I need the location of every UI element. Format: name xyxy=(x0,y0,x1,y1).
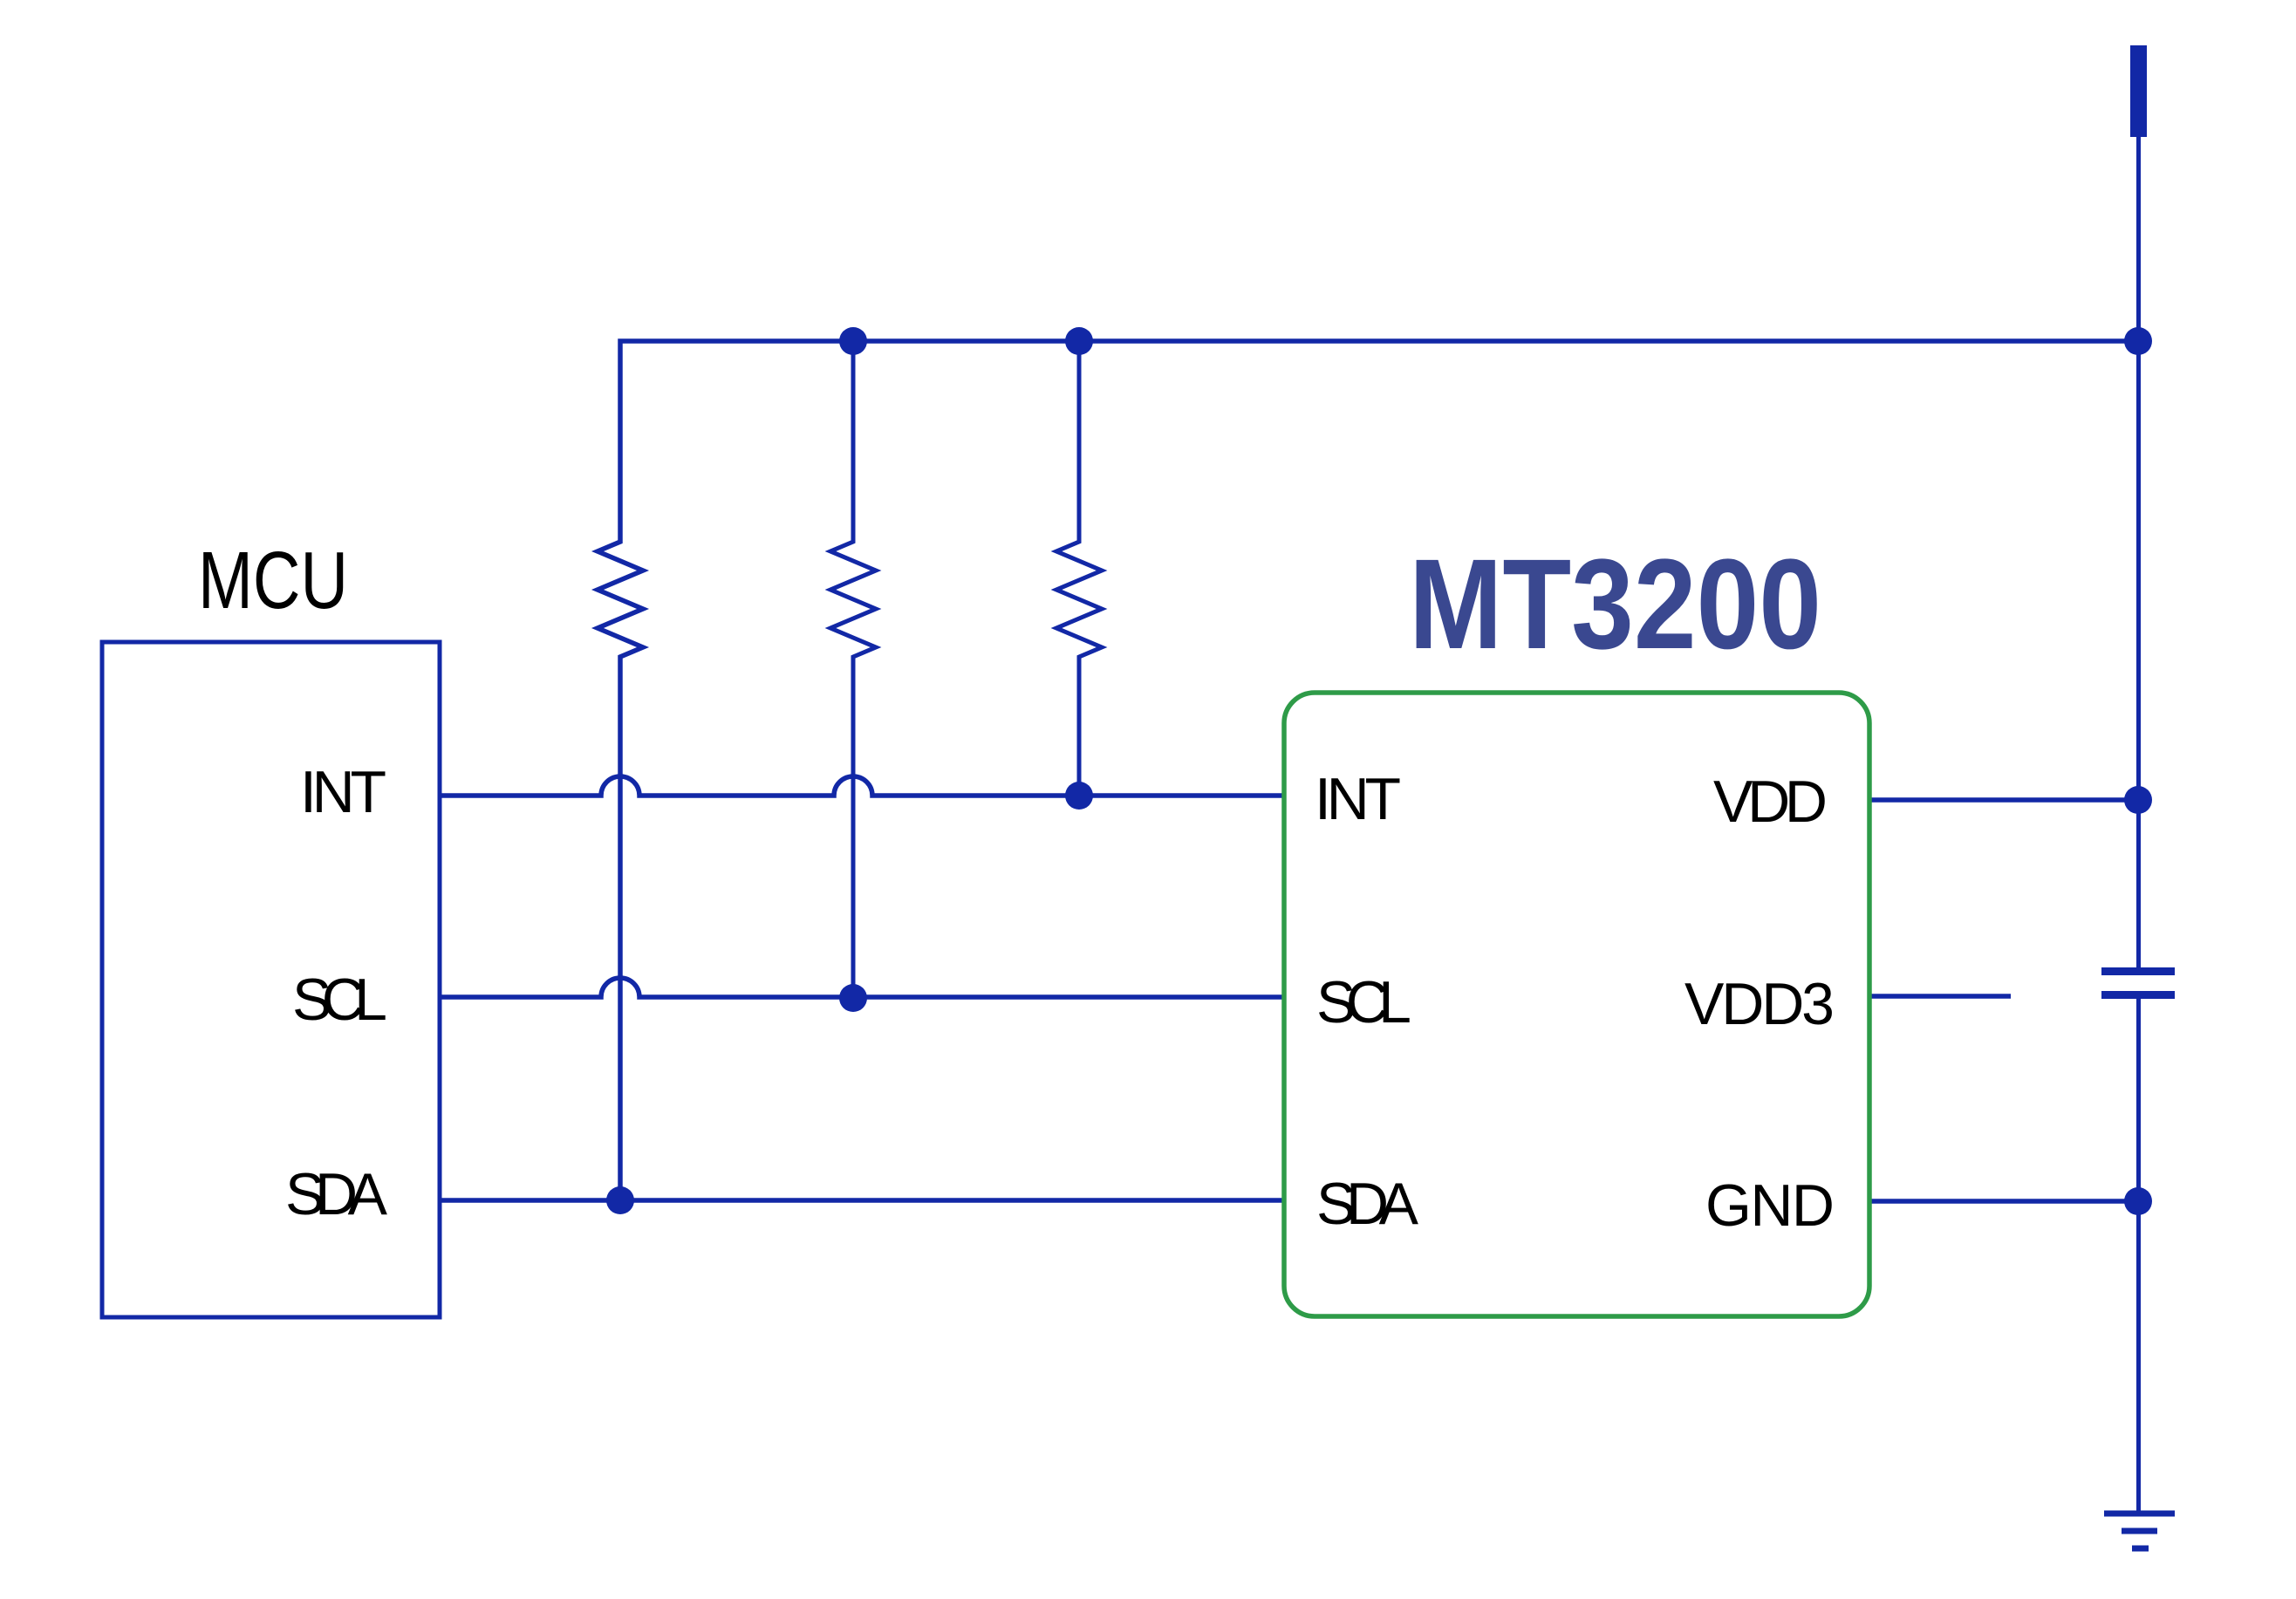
svg-text:VDD3: VDD3 xyxy=(1684,971,1835,1037)
svg-text:SDA: SDA xyxy=(285,1161,388,1227)
svg-text:SDA: SDA xyxy=(1316,1171,1419,1237)
svg-text:INT: INT xyxy=(1315,766,1401,832)
svg-text:MT3200: MT3200 xyxy=(1409,533,1821,676)
svg-text:INT: INT xyxy=(300,759,386,825)
svg-text:GND: GND xyxy=(1705,1172,1835,1239)
svg-text:MCU: MCU xyxy=(198,535,348,625)
svg-text:SCL: SCL xyxy=(292,967,387,1033)
svg-text:SCL: SCL xyxy=(1316,969,1411,1035)
svg-text:VDD: VDD xyxy=(1713,769,1828,835)
